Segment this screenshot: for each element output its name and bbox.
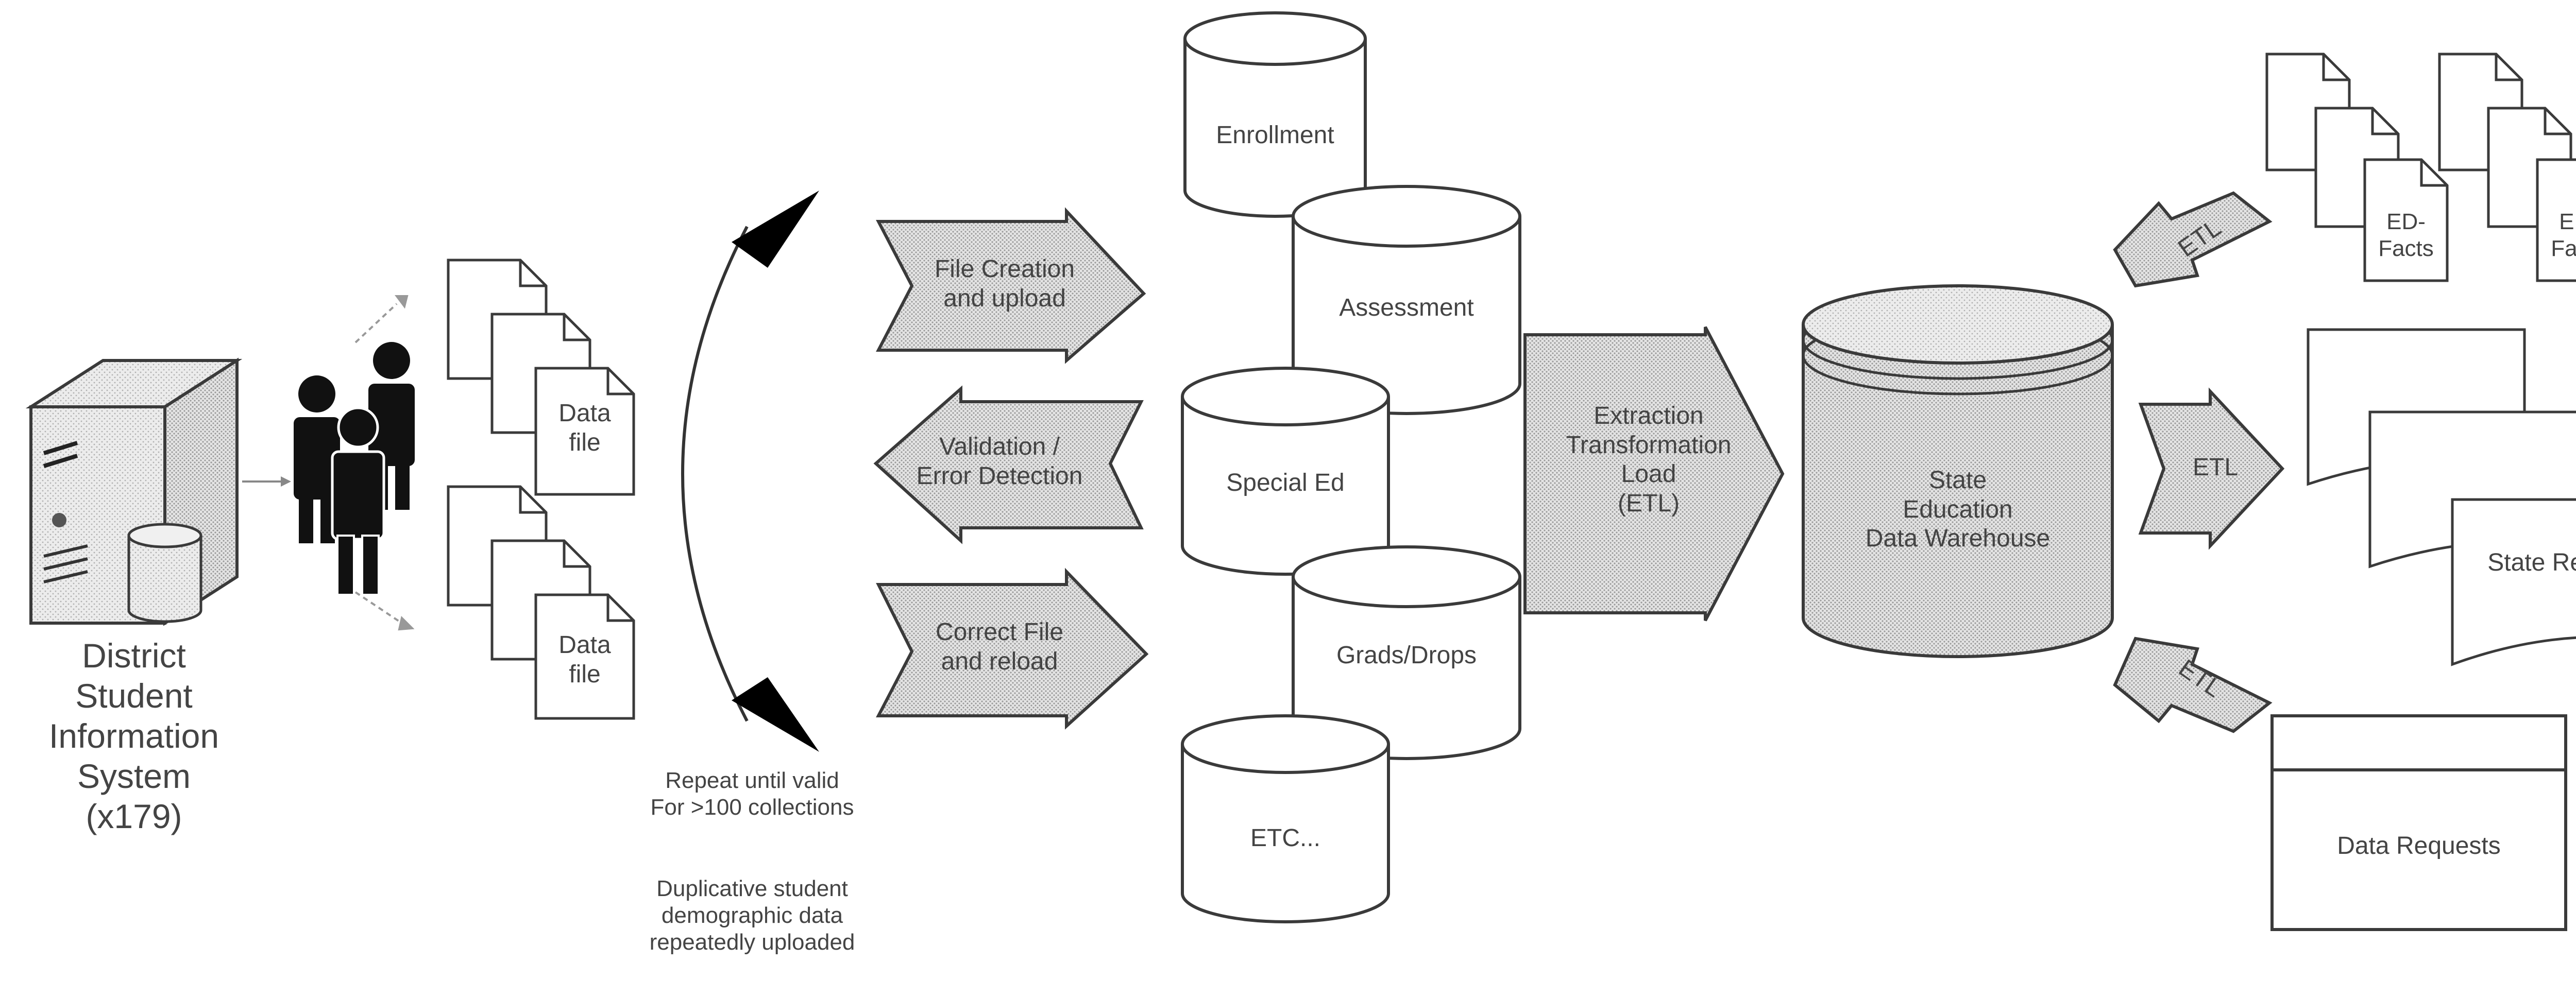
cylinder-etc bbox=[1181, 714, 1390, 923]
repeat-loop-double-arrow bbox=[681, 191, 819, 752]
file-creation-arrow[interactable] bbox=[876, 207, 1146, 364]
state-reports-label: State Reports bbox=[2487, 549, 2576, 576]
edfacts-stack-right bbox=[2438, 53, 2576, 282]
etl-main-arrow[interactable] bbox=[1523, 326, 1785, 622]
duplicative-note: Duplicative student demographic data rep… bbox=[649, 876, 855, 955]
district-server-icon bbox=[25, 357, 243, 626]
file-creation-label: File Creation and upload bbox=[934, 255, 1075, 312]
warehouse-label: State Education Data Warehouse bbox=[1865, 467, 2050, 553]
edfacts-stack-left bbox=[2265, 53, 2449, 282]
data-file-stack-bottom bbox=[447, 485, 635, 720]
cylinder-grads-drops bbox=[1292, 545, 1521, 760]
cylinder-assessment bbox=[1292, 185, 1521, 415]
grads-drops-label: Grads/Drops bbox=[1336, 642, 1477, 669]
district-system-label: District Student Information System (x17… bbox=[48, 637, 219, 835]
data-file-label-bottom: Data file bbox=[558, 631, 611, 688]
repeat-note: Repeat until valid For >100 collections bbox=[650, 768, 854, 820]
data-warehouse-cylinder bbox=[1802, 284, 2114, 658]
etc-label: ETC... bbox=[1250, 824, 1320, 852]
edfacts-label-right: ED- Facts bbox=[2551, 209, 2576, 261]
correct-file-arrow[interactable] bbox=[876, 568, 1149, 730]
cylinder-enrollment bbox=[1183, 11, 1367, 218]
etl-main-label: Extraction Transformation Load (ETL) bbox=[1566, 402, 1732, 517]
state-reports-pages bbox=[2307, 328, 2576, 666]
etl-output-label-2: ETL bbox=[2192, 454, 2239, 481]
correct-file-label: Correct File and reload bbox=[935, 618, 1064, 675]
data-requests-box bbox=[2270, 714, 2567, 931]
data-requests-label: Data Requests bbox=[2337, 832, 2501, 860]
special-ed-label: Special Ed bbox=[1226, 469, 1345, 496]
data-file-label-top: Data file bbox=[558, 400, 611, 456]
assessment-label: Assessment bbox=[1339, 294, 1474, 321]
validation-arrow[interactable] bbox=[873, 385, 1144, 544]
etl-arrow-to-state-reports[interactable] bbox=[2138, 387, 2285, 550]
data-file-stack-top bbox=[447, 259, 635, 496]
people-to-files-arrows bbox=[354, 295, 415, 631]
validation-label: Validation / Error Detection bbox=[916, 433, 1083, 490]
etl-arrow-to-data-requests[interactable] bbox=[2113, 637, 2273, 733]
enrollment-label: Enrollment bbox=[1216, 122, 1334, 149]
server-to-people-arrowhead bbox=[281, 476, 291, 487]
etl-arrow-to-edfacts[interactable] bbox=[2113, 191, 2273, 288]
edfacts-label-left: ED- Facts bbox=[2378, 209, 2434, 261]
cylinder-special-ed bbox=[1181, 367, 1390, 576]
people-icon bbox=[294, 342, 415, 596]
